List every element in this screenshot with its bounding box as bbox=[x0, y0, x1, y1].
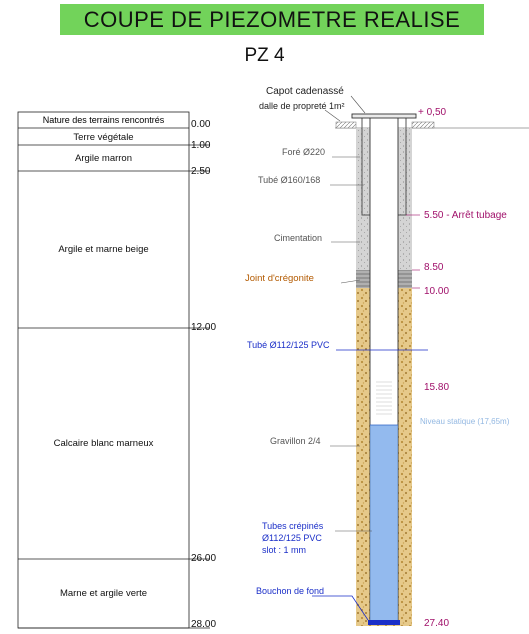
value-top: + 0,50 bbox=[418, 107, 447, 118]
screen-slots-grey bbox=[376, 381, 392, 415]
layer-terre-vegetale: Terre végétale bbox=[73, 131, 134, 143]
title-banner: COUPE DE PIEZOMETRE REALISE bbox=[60, 4, 484, 35]
value-10-00: 10.00 bbox=[424, 286, 450, 297]
depth-label-2: 2.50 bbox=[191, 166, 211, 177]
depth-label-28: 28.00 bbox=[191, 619, 217, 630]
depth-label-0: 0.00 bbox=[191, 119, 211, 130]
cap bbox=[351, 113, 417, 119]
value-15-80: 15.80 bbox=[424, 382, 450, 393]
fore-label: Foré Ø220 bbox=[282, 147, 326, 157]
page-title: COUPE DE PIEZOMETRE REALISE bbox=[83, 6, 461, 32]
bottom-plug bbox=[368, 620, 400, 625]
dalle-label: dalle de propreté 1m² bbox=[259, 101, 345, 111]
slab-left bbox=[335, 121, 357, 129]
bouchon-pointer bbox=[312, 595, 369, 621]
log-column-title: Nature des terrains rencontrés bbox=[42, 115, 165, 125]
bouchon-label: Bouchon de fond bbox=[256, 586, 325, 596]
tube-pvc-label: Tubé Ø112/125 PVC bbox=[247, 340, 330, 350]
water-column bbox=[370, 425, 398, 624]
crepines-label-2: Ø112/125 PVC bbox=[262, 533, 322, 543]
layer-argile-marron: Argile marron bbox=[74, 152, 133, 164]
value-8-50: 8.50 bbox=[424, 262, 444, 273]
gravillon-label: Gravillon 2/4 bbox=[270, 436, 321, 446]
depth-label-26: 26.00 bbox=[191, 553, 217, 564]
well-name: PZ 4 bbox=[244, 45, 285, 66]
value-27-40: 27.40 bbox=[424, 618, 450, 629]
crepines-label-3: slot : 1 mm bbox=[262, 545, 307, 555]
layer-marne-argile-verte: Marne et argile verte bbox=[59, 588, 148, 599]
joint-label: Joint d'crégonite bbox=[245, 273, 314, 284]
depth-label-12: 12.00 bbox=[191, 322, 217, 333]
tube-ext-label: Tubé Ø160/168 bbox=[258, 175, 321, 185]
layer-argile-marne-beige: Argile et marne beige bbox=[58, 244, 149, 255]
slab-right bbox=[411, 121, 435, 129]
capot-label: Capot cadenassé bbox=[266, 86, 344, 97]
depth-label-1: 1.00 bbox=[191, 140, 211, 151]
value-arret-tubage: 5.50 - Arrêt tubage bbox=[424, 210, 507, 221]
value-niveau-statique: Niveau statique (17,65m) bbox=[420, 417, 510, 426]
cimentation-label: Cimentation bbox=[274, 233, 323, 243]
layer-calcaire-blanc: Calcaire blanc marneux bbox=[53, 438, 154, 449]
crepines-label-1: Tubes crépinés bbox=[262, 521, 324, 531]
